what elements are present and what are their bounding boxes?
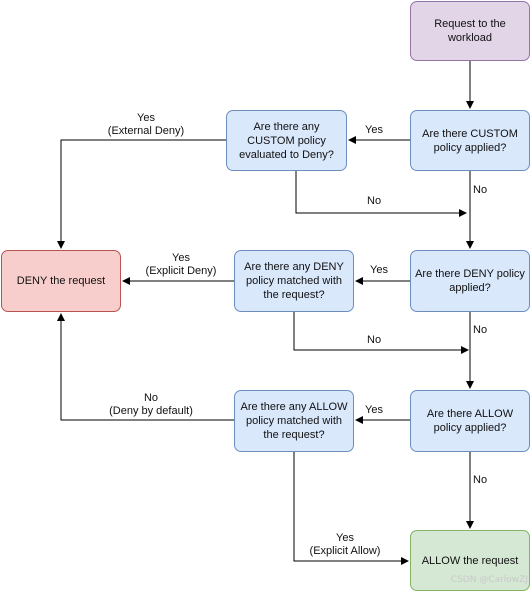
- edge-allow-matched-no: [57, 313, 234, 421]
- edge-label-allow-matched-yes: Yes (Explicit Allow): [295, 532, 395, 558]
- watermark: CSDN @CarlowZJ: [450, 575, 528, 585]
- edge-label-deny-matched-no: No: [367, 334, 382, 346]
- edge-custom-deny-no: [295, 171, 467, 217]
- edge-label-custom-no: No: [473, 184, 488, 196]
- edge-label-deny-no: No: [473, 324, 488, 336]
- request-node-label: Request to the workload: [434, 18, 506, 44]
- edge-label-allow-matched-yes-text: Yes: [336, 532, 354, 544]
- edge-label-custom-deny-no: No: [367, 195, 382, 207]
- edge-label-deny-yes: Yes: [370, 264, 388, 276]
- edge-label-deny-matched-yes-note: (Explicit Deny): [145, 265, 217, 277]
- edge-label-custom-deny-yes-text: Yes: [137, 112, 155, 124]
- deny-request-node: DENY the request: [1, 250, 121, 312]
- edge-label-allow-matched-no: No (Deny by default): [96, 392, 206, 418]
- edge-label-deny-matched-yes: Yes (Explicit Deny): [131, 252, 231, 278]
- edge-label-allow-matched-no-note: (Deny by default): [109, 405, 193, 417]
- custom-deny-node: Are there any CUSTOM policy evaluated to…: [226, 110, 347, 171]
- deny-applied-node: Are there DENY policy applied?: [410, 250, 530, 312]
- edge-deny-matched-no: [293, 312, 469, 354]
- request-node: Request to the workload: [410, 1, 530, 61]
- edge-label-deny-matched-yes-text: Yes: [172, 252, 190, 264]
- deny-matched-label: Are there any DENY policy matched with t…: [244, 261, 344, 301]
- edge-label-allow-matched-yes-note: (Explicit Allow): [309, 545, 381, 557]
- allow-request-node: ALLOW the request: [410, 530, 530, 591]
- allow-matched-node: Are there any ALLOW policy matched with …: [234, 390, 354, 452]
- deny-matched-node: Are there any DENY policy matched with t…: [234, 250, 354, 312]
- edge-label-allow-matched-no-text: No: [143, 392, 159, 404]
- edge-label-custom-yes: Yes: [365, 124, 383, 136]
- custom-deny-label: Are there any CUSTOM policy evaluated to…: [239, 120, 334, 161]
- edge-custom-deny-yes: [57, 139, 226, 249]
- allow-request-label: ALLOW the request: [421, 554, 519, 567]
- deny-request-label: DENY the request: [16, 275, 106, 287]
- allow-applied-label: Are there ALLOW policy applied?: [426, 408, 514, 434]
- edge-label-allow-no: No: [473, 474, 488, 486]
- custom-applied-label: Are there CUSTOM policy applied?: [422, 127, 518, 154]
- custom-applied-node: Are there CUSTOM policy applied?: [410, 110, 530, 171]
- edge-allow-matched-yes: [293, 452, 409, 565]
- edge-label-custom-deny-yes: Yes (External Deny): [96, 112, 196, 138]
- deny-applied-label: Are there DENY policy applied?: [415, 268, 525, 294]
- allow-matched-label: Are there any ALLOW policy matched with …: [240, 401, 348, 441]
- edge-label-custom-deny-yes-note: (External Deny): [107, 125, 185, 137]
- edge-label-allow-yes: Yes: [365, 404, 383, 416]
- allow-applied-node: Are there ALLOW policy applied?: [410, 390, 530, 452]
